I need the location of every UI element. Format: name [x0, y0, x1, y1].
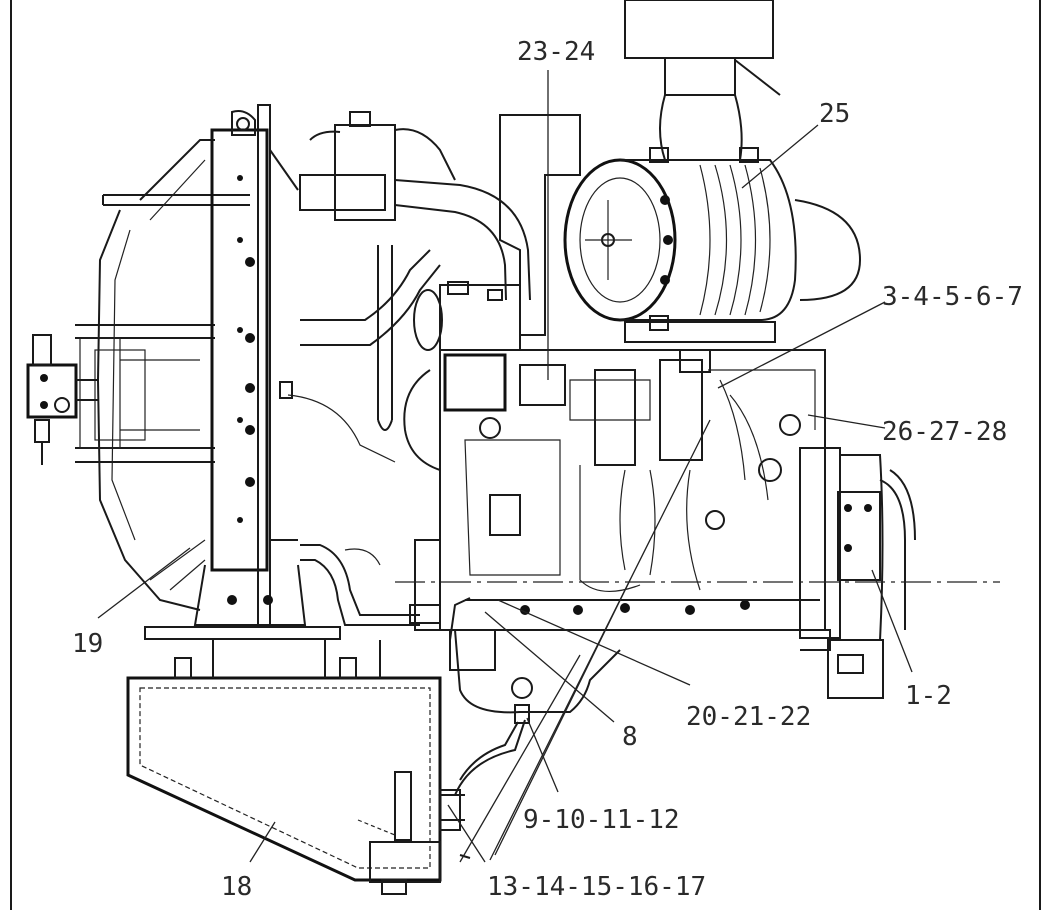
callout-18: 18	[221, 872, 252, 902]
fuel-tank	[126, 640, 526, 895]
callout-19: 19	[72, 629, 103, 659]
callout-25: 25	[819, 99, 850, 129]
coolant-hoses	[279, 111, 531, 626]
radiator-fan-assembly	[75, 139, 250, 611]
leader-lines	[97, 70, 913, 863]
air-cleaner-assembly	[499, 0, 862, 343]
callout-8: 8	[622, 722, 638, 752]
callout-1-2: 1-2	[905, 681, 952, 711]
callout-20-21-22: 20-21-22	[686, 702, 811, 732]
flywheel-housing	[799, 447, 916, 699]
callout-13-14-15-16-17: 13-14-15-16-17	[487, 872, 706, 902]
callout-9-10-11-12: 9-10-11-12	[523, 805, 680, 835]
callout-26-27-28: 26-27-28	[882, 417, 1007, 447]
callout-3-4-5-6-7: 3-4-5-6-7	[882, 282, 1023, 312]
radiator-core	[144, 104, 341, 640]
oil-filter-assembly	[449, 597, 621, 724]
engine-block	[403, 281, 831, 651]
hydraulic-valve-block	[26, 334, 98, 465]
callout-23-24: 23-24	[517, 37, 595, 67]
